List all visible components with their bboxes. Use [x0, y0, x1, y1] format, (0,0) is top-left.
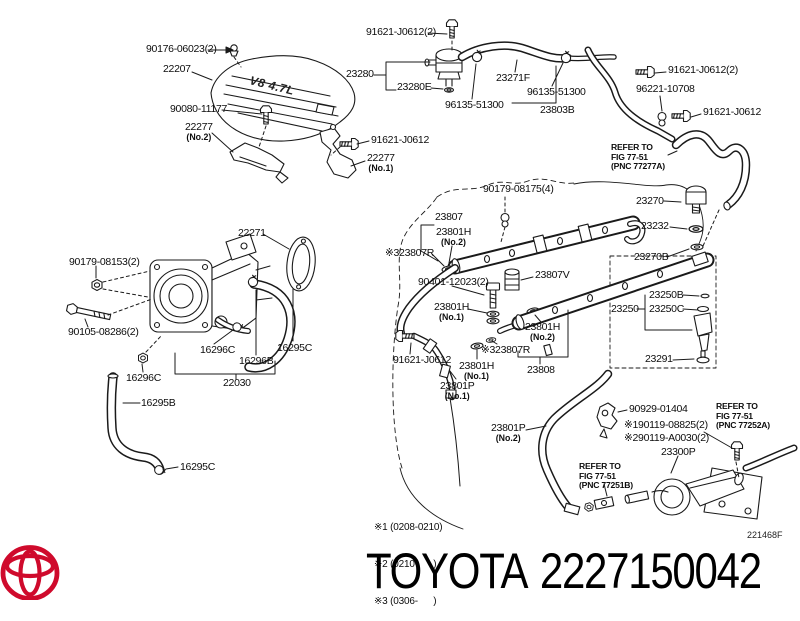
washer-icon [688, 225, 704, 233]
parts-catalog-page: V8 4.7L [0, 19, 798, 607]
legend-line: ※2 (0210- ) [374, 558, 437, 570]
clamp-icon [153, 464, 167, 476]
regulator-23270 [685, 185, 707, 214]
nut-icon [138, 352, 148, 364]
bracket-22277-no2 [229, 142, 289, 184]
legend-line: ※1 (0208-0210) [374, 521, 443, 533]
washer-icon [690, 243, 704, 251]
damper-23807v [504, 268, 520, 291]
gasket-22271 [286, 236, 316, 292]
brand-text: TOYOTA [366, 543, 529, 599]
toyota-logo [0, 545, 60, 600]
fitting-23808 [543, 343, 553, 357]
part-number-text: 2227150042 [539, 543, 762, 599]
hose-77277a [671, 130, 751, 211]
washer-icon [470, 341, 484, 351]
throttle-body [149, 233, 273, 334]
o-ring-23280e [443, 87, 455, 93]
washer-icon [486, 317, 500, 325]
hose-23801p-no2 [538, 369, 650, 516]
fuel-rail-upper [447, 215, 646, 275]
nut-icon [583, 501, 595, 513]
grommet-icon [500, 212, 510, 228]
fuel-pipe-23803b [584, 46, 676, 143]
bolt-icon [671, 109, 691, 123]
hose-16295b [106, 372, 165, 475]
bolt-icon [445, 19, 459, 39]
pump-23300p [651, 444, 798, 520]
bolt-icon [730, 441, 744, 461]
bolt-icon [339, 137, 359, 151]
bolt-90105 [65, 303, 112, 321]
fuel-damper-23280 [424, 48, 463, 87]
bracket-22277-no1 [319, 123, 357, 179]
engine-cover: V8 4.7L [210, 55, 356, 142]
sensor-90929 [596, 402, 618, 439]
fuel-rail-lower [497, 251, 715, 334]
injector-23291 [693, 293, 713, 364]
union-bolt-90401 [485, 282, 501, 309]
cover-clip [229, 44, 239, 57]
washer-icon [486, 310, 500, 318]
nut-icon [91, 278, 103, 292]
dashed-leader-lines [102, 40, 740, 479]
grommet-icon [657, 111, 667, 127]
sheet-code: 221468F [747, 530, 783, 540]
hose-16295c [244, 279, 296, 373]
parts-diagram-art: V8 4.7L [0, 19, 798, 600]
hose-23801p-no1 [396, 264, 461, 487]
bolt-icon [635, 65, 655, 79]
manifold-outline [392, 178, 717, 530]
leader-lines [84, 32, 733, 497]
